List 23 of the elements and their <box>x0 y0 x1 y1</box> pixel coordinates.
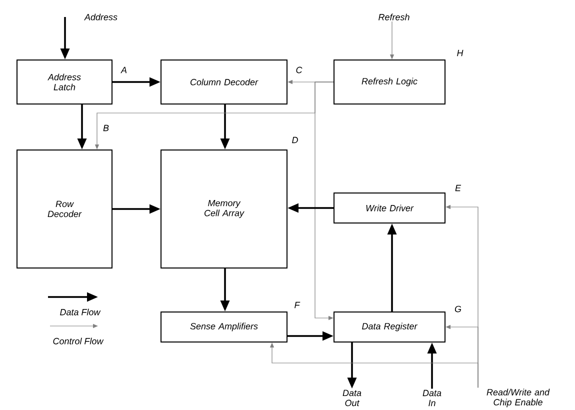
point-label: B <box>103 124 109 132</box>
point-label: F <box>294 302 300 308</box>
signal-label: Address <box>84 14 118 20</box>
point-label: H <box>457 50 464 56</box>
block-box: Column Decoder <box>160 60 288 104</box>
legend-text: Data Flow <box>60 308 101 316</box>
block-box: Memory Cell Array <box>160 150 288 268</box>
block-box: Address Latch <box>16 60 112 104</box>
point-label: G <box>454 306 462 312</box>
block-box: Write Driver <box>334 192 446 224</box>
point-label: E <box>455 184 462 192</box>
signal-label: Data In <box>422 390 442 406</box>
legend-text: Control Flow <box>53 338 104 344</box>
block-box: Refresh Logic <box>334 60 446 104</box>
block-box: Data Register <box>334 312 446 342</box>
signal-label: Data Out <box>342 390 362 406</box>
block-box: Sense Amplifiers <box>160 312 288 342</box>
point-label: A <box>120 66 127 74</box>
point-label: D <box>292 136 298 144</box>
block-box: Row Decoder <box>16 150 112 268</box>
signal-label: Refresh <box>378 14 410 20</box>
point-label: C <box>296 66 302 74</box>
signal-label: Read/Write and Chip Enable <box>486 388 550 408</box>
